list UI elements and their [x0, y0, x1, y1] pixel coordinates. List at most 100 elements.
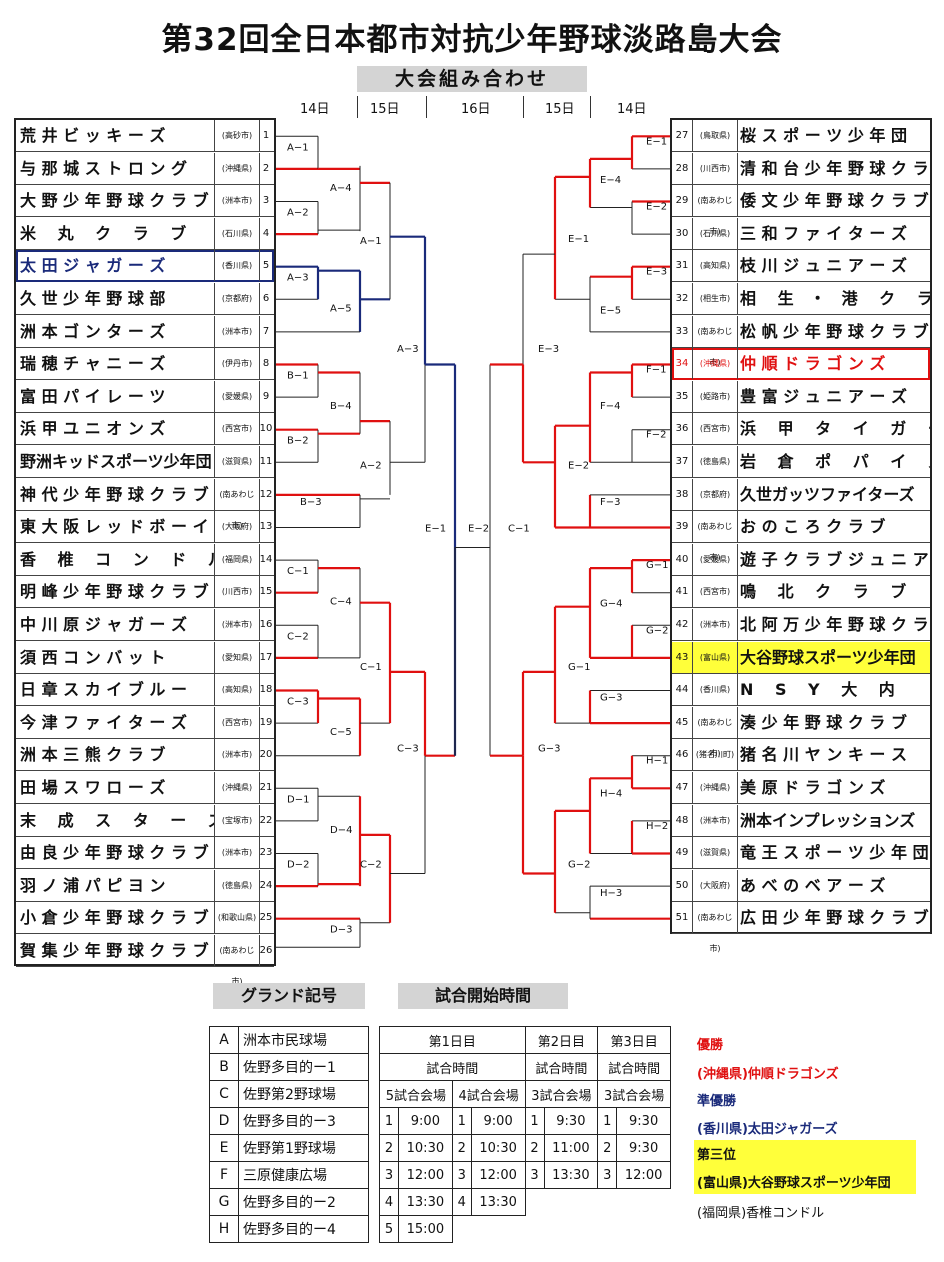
time-value: 9:30: [543, 1107, 599, 1135]
day-header-15-left: 15日: [370, 102, 400, 117]
time-value: [544, 1189, 598, 1216]
match-label: H−1: [646, 756, 668, 767]
team-prefecture: (西宮市): [214, 706, 260, 738]
match-label: E−2: [568, 460, 589, 471]
team-row: 猪 名 川 ヤ ン キ ー ス(猪名川町)46: [672, 739, 930, 772]
team-name: 太 田 ジ ャ ガ ー ズ: [20, 256, 166, 276]
team-prefecture: (沖縄県): [692, 348, 738, 380]
team-name: 野洲キッドスポーツ少年団: [20, 452, 212, 471]
ground-code: A: [209, 1026, 239, 1054]
team-row: 浜 甲 ユ ニ オ ン ズ(西宮市)10: [16, 413, 274, 446]
team-prefecture: (宝塚市): [214, 804, 260, 836]
team-number: 4: [262, 227, 270, 239]
ground-name: 佐野第2野球場: [238, 1080, 369, 1108]
team-name: N S Y 大 内: [740, 680, 895, 700]
match-label: C−5: [330, 727, 352, 738]
team-name: 清 和 台 少 年 野 球 ク ラ ブ: [740, 158, 930, 178]
team-row: 太 田 ジ ャ ガ ー ズ (香川県)5: [16, 250, 274, 283]
ground-name: 洲本市民球場: [238, 1026, 369, 1054]
team-row: 野洲キッドスポーツ少年団(滋賀県)11: [16, 446, 274, 478]
team-name: 浜 甲 ユ ニ オ ン ズ: [20, 419, 166, 439]
third-label: 第三位: [697, 1148, 737, 1163]
team-name: 中 川 原 ジ ャ ガ ー ズ: [20, 615, 187, 634]
team-row: 賀 集 少 年 野 球 ク ラ ブ(南あわじ市)26: [16, 935, 274, 986]
team-row: 久世ガッツファイターズ(京都府)38: [672, 478, 930, 511]
time-slot-number: [598, 1189, 617, 1216]
team-prefecture: (洲本市): [214, 739, 260, 771]
match-label: E−4: [600, 175, 621, 186]
team-row: 遊 子 ク ラ ブ ジ ュ ニ ア(愛媛県)40: [672, 543, 930, 576]
times-venue-3: 3試合会場: [524, 1080, 599, 1108]
time-slot-number: 2: [524, 1134, 545, 1162]
team-number: 22: [259, 814, 273, 826]
match-label: D−2: [287, 860, 309, 871]
time-slot-number: 3: [524, 1161, 545, 1189]
match-label: A−2: [360, 460, 382, 471]
team-prefecture: (沖縄県): [214, 772, 260, 803]
team-row: 枝 川 ジ ュ ニ ア ー ズ(高知県)31: [672, 250, 930, 283]
team-number: 50: [675, 879, 689, 891]
time-value: 9:00: [470, 1107, 526, 1135]
runner-up-team: (香川県)太田ジャガーズ: [697, 1122, 838, 1137]
grounds-header: グランド記号: [213, 983, 365, 1009]
team-name: お の こ ろ ク ラ ブ: [740, 517, 886, 537]
team-name: 倭 文 少 年 野 球 ク ラ ブ: [740, 191, 929, 211]
team-name: 久世ガッツファイターズ: [740, 484, 915, 504]
team-prefecture: (香川県): [214, 250, 260, 282]
team-number: 25: [259, 912, 273, 924]
tournament-bracket: A−1A−2A−4A−3A−5A−1B−1B−2B−4B−3A−2A−3C−1C…: [276, 135, 670, 948]
team-name: 小 倉 少 年 野 球 ク ラ ブ: [20, 908, 209, 928]
match-label: F−3: [600, 497, 621, 508]
team-prefecture: (南あわじ市): [692, 511, 738, 562]
team-prefecture: (高知県): [692, 250, 738, 282]
times-venue-2: 4試合会場: [451, 1080, 526, 1108]
time-slot-number: 3: [597, 1161, 618, 1189]
team-name: あ べ の ベ ア ー ズ: [740, 875, 886, 895]
ground-name: 佐野第1野球場: [238, 1134, 369, 1162]
match-label: F−4: [600, 401, 621, 412]
day-header-16: 16日: [461, 102, 491, 117]
team-number: 48: [675, 814, 689, 826]
team-number: 19: [259, 716, 273, 728]
third-team-1: (富山県)大谷野球スポーツ少年団: [697, 1176, 891, 1191]
page-title: 第32回全日本都市対抗少年野球淡路島大会: [161, 22, 783, 58]
team-number: 8: [262, 358, 270, 370]
team-number: 41: [675, 586, 689, 598]
team-row: 中 川 原 ジ ャ ガ ー ズ(洲本市)16: [16, 609, 274, 641]
team-name: 美 原 ド ラ ゴ ン ズ: [740, 778, 886, 797]
team-row: 竜 王 ス ポ ー ツ 少 年 団(滋賀県)49: [672, 837, 930, 870]
team-number: 5: [262, 260, 270, 272]
team-prefecture: (南あわじ市): [692, 315, 738, 367]
team-row: 与 那 城 ス ト ロ ン グ(沖縄県)2: [16, 152, 274, 185]
team-name: 羽 ノ 浦 パ ピ ヨ ン: [20, 875, 166, 895]
winner-label: 優勝: [697, 1038, 724, 1053]
team-row: 湊 少 年 野 球 ク ラ ブ(南あわじ市)45: [672, 706, 930, 758]
time-slot-number: 3: [379, 1161, 399, 1189]
team-name: 末 成 ス タ ー ズ: [20, 810, 214, 830]
team-prefecture: (洲本市): [214, 609, 260, 640]
page-subtitle: 大会組み合わせ: [357, 66, 587, 92]
team-number: 43: [675, 651, 689, 663]
team-row: 富 田 パ イ レ ー ツ(愛媛県)9: [16, 380, 274, 413]
time-slot-number: 1: [379, 1107, 399, 1135]
match-label: E−1: [646, 136, 667, 147]
team-prefecture: (高知県): [214, 674, 260, 706]
team-number: 29: [675, 195, 689, 207]
match-label: F−2: [646, 430, 667, 441]
team-name: 賀 集 少 年 野 球 ク ラ ブ: [20, 941, 209, 960]
match-label: D−3: [330, 925, 352, 936]
times-day1: 第1日目: [379, 1026, 526, 1054]
team-prefecture: (富山県): [692, 641, 738, 673]
match-label: B−4: [330, 401, 352, 412]
team-number: 27: [675, 130, 689, 141]
team-name: 桜 ス ポ ー ツ 少 年 団: [740, 126, 907, 145]
team-name: 与 那 城 ス ト ロ ン グ: [20, 158, 187, 178]
match-label: D−1: [287, 794, 309, 805]
team-row: 田 場 ス ワ ロ ー ズ(沖縄県)21: [16, 772, 274, 804]
team-name: 豊 富 ジ ュ ニ ア ー ズ: [740, 386, 907, 406]
match-label: C−3: [287, 697, 309, 708]
match-label: B−2: [287, 436, 309, 447]
times-venue-4: 3試合会場: [597, 1080, 671, 1108]
